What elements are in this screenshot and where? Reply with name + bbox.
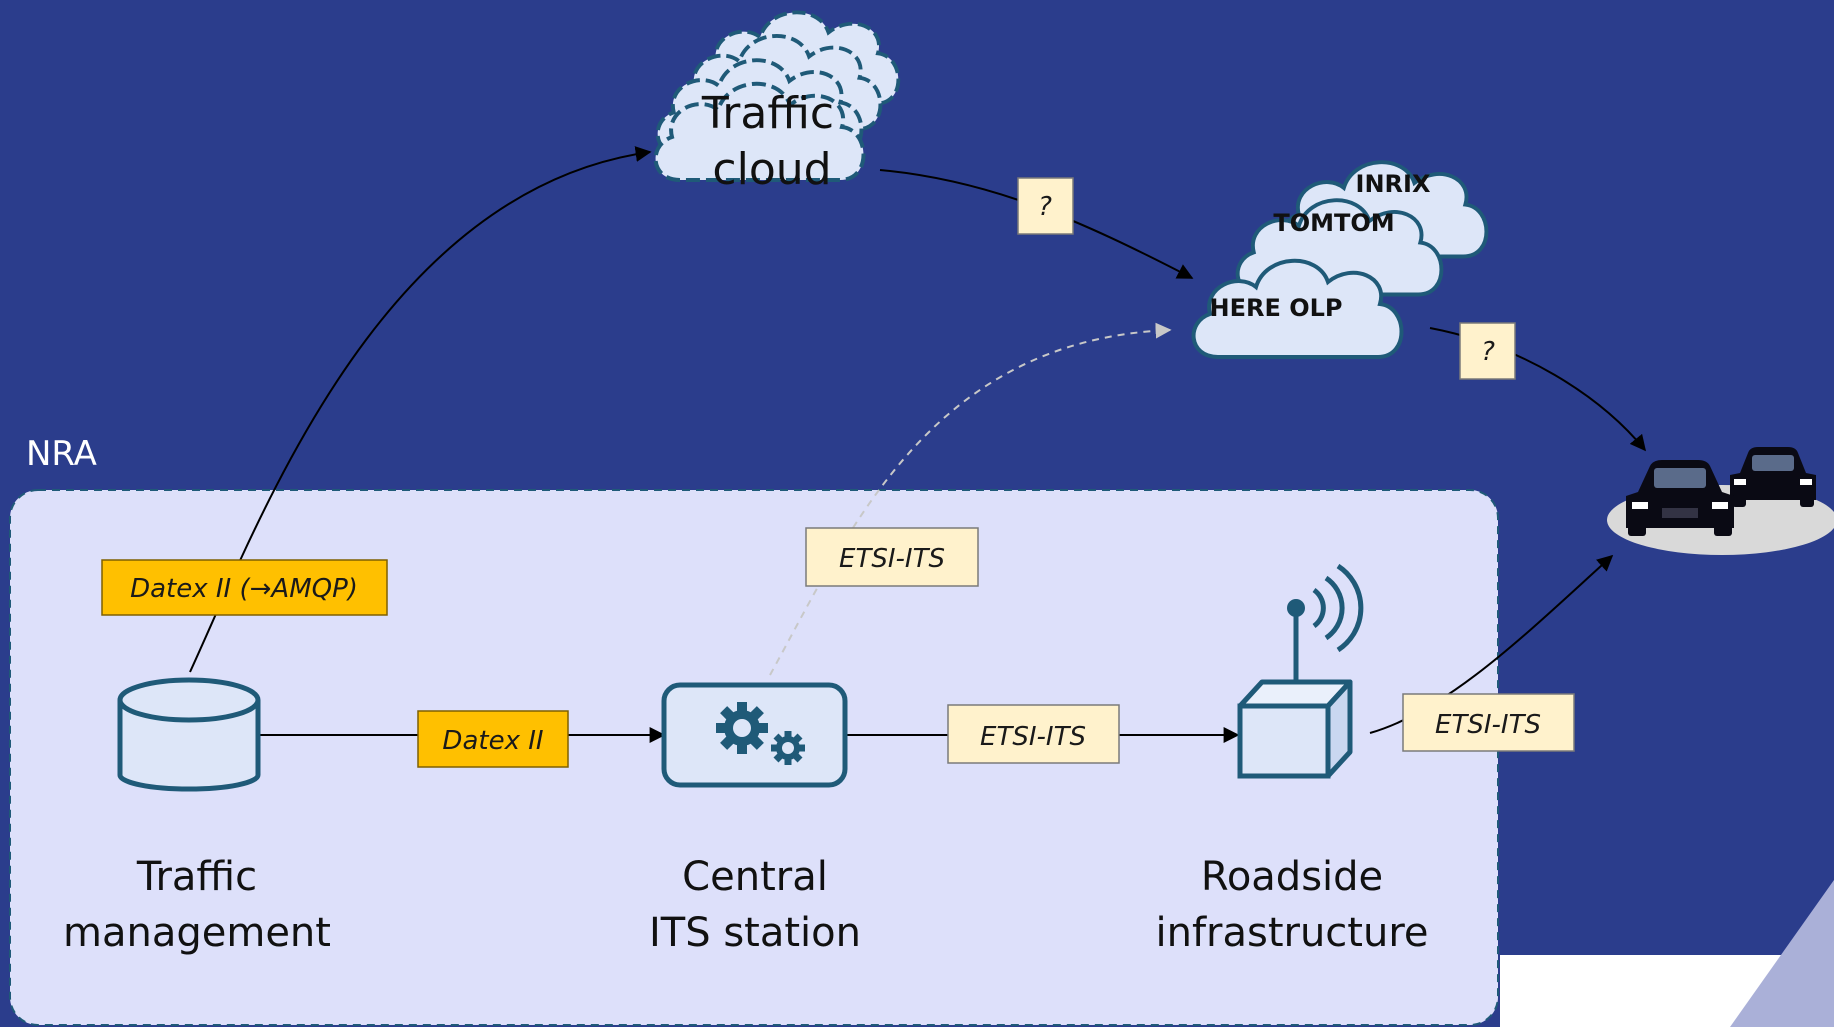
label-unknown-cloud-to-providers: ? xyxy=(1017,177,1074,235)
label-unknown-cloud-to-providers-text: ? xyxy=(1038,192,1052,222)
central-its-label-line2: ITS station xyxy=(649,910,861,956)
arrow-central-its-to-providers xyxy=(769,322,1172,676)
roadside-unit-antenna-icon xyxy=(1237,563,1364,779)
label-etsi-central-to-roadside: ETSI-ITS xyxy=(947,704,1120,764)
label-datex-text: Datex II xyxy=(442,726,543,756)
label-etsi-central-to-cloud-text: ETSI-ITS xyxy=(839,544,945,574)
cars-icon xyxy=(1607,447,1834,555)
label-etsi-roadside-to-cars: ETSI-ITS xyxy=(1402,693,1575,752)
nra-title: NRA xyxy=(26,434,97,474)
tomtom-label: TOMTOM xyxy=(1273,209,1394,237)
traffic-management-label-line2: management xyxy=(63,910,331,956)
traffic-cloud-label-line1: Traffic xyxy=(701,88,834,139)
traffic-management-label-line1: Traffic xyxy=(136,854,257,900)
label-etsi-roadside-to-cars-text: ETSI-ITS xyxy=(1435,710,1541,740)
traffic-cloud-label-line2: cloud xyxy=(712,144,831,195)
label-etsi-central-to-roadside-text: ETSI-ITS xyxy=(980,722,1086,752)
label-unknown-providers-to-cars-text: ? xyxy=(1481,337,1495,367)
inrix-label: INRIX xyxy=(1356,170,1431,198)
central-its-label-line1: Central xyxy=(682,854,828,900)
car-rear xyxy=(1730,447,1816,507)
tomtom-cloud: TOMTOM xyxy=(1235,198,1444,297)
roadside-label-line2: infrastructure xyxy=(1155,910,1428,956)
small-gear-icon xyxy=(771,731,805,765)
label-datex-amqp: Datex II (→AMQP) xyxy=(101,559,388,616)
big-gear-icon xyxy=(716,702,768,754)
traffic-cloud: Traffic cloud xyxy=(653,10,901,195)
database-icon xyxy=(117,677,261,792)
label-datex: Datex II xyxy=(417,710,569,768)
provider-clouds: INRIX TOMTOM HERE OLP xyxy=(1191,160,1489,359)
here-olp-cloud: HERE OLP xyxy=(1191,258,1404,359)
slide-corner-accent xyxy=(1730,880,1834,1027)
here-olp-label: HERE OLP xyxy=(1210,294,1343,322)
arrow-roadside-to-cars xyxy=(1369,554,1614,734)
label-etsi-central-to-cloud: ETSI-ITS xyxy=(805,527,979,587)
car-front xyxy=(1626,460,1734,536)
label-unknown-providers-to-cars: ? xyxy=(1459,322,1516,380)
roadside-label-line1: Roadside xyxy=(1201,854,1383,900)
inrix-cloud: INRIX xyxy=(1280,160,1489,259)
label-datex-amqp-text: Datex II (→AMQP) xyxy=(130,574,358,604)
gears-icon xyxy=(661,682,848,788)
